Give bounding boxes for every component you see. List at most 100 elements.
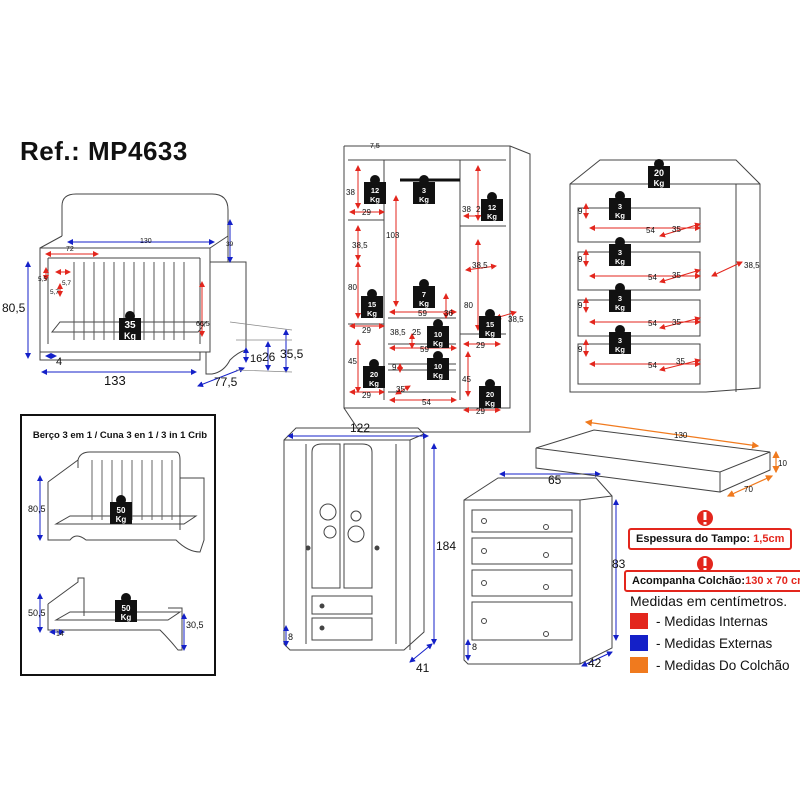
crib-rail-label: 39: [226, 241, 234, 248]
small-crib-weight-a-value: 50: [117, 506, 126, 515]
crib-config-title: Berço 3 em 1 / Cuna 3 en 1 / 3 in 1 Crib: [32, 430, 208, 441]
crib-inner-width-label: 130: [140, 238, 152, 245]
weight-w7: 7: [422, 290, 426, 299]
wardrobe-external-dims: [283, 433, 437, 663]
wardrobe-weights: [361, 175, 503, 408]
wardrobe-d29b: 29: [362, 326, 371, 335]
crib-weight-unit: Kg: [124, 331, 136, 341]
weight-w10b-unit: Kg: [433, 371, 443, 380]
wardrobe-ext-depth: 41: [416, 661, 430, 675]
wardrobe-d25: 25: [412, 328, 421, 337]
legend-label-external: - Medidas Externas: [656, 635, 773, 651]
legend-external: - Medidas Externas: [630, 634, 772, 652]
dresser-d4-weight-unit: Kg: [615, 345, 625, 354]
crib-height-label: 80,5: [2, 301, 26, 315]
weight-w15a: 15: [368, 300, 376, 309]
wardrobe-d103: 103: [386, 231, 400, 240]
wardrobe-ext-height: 184: [436, 539, 456, 553]
wardrobe-d29d: 29: [476, 205, 485, 214]
colchao-note: Acompanha Colchão:130 x 70 cm: [624, 570, 800, 592]
crib-h35-label: 35,5: [280, 347, 304, 361]
weight-w12b-unit: Kg: [487, 212, 497, 221]
dresser-top-weight: 20: [654, 168, 664, 178]
mattress-thickness: 10: [778, 459, 787, 468]
wardrobe-d29e: 29: [476, 341, 485, 350]
legend-swatch-red: [630, 613, 648, 629]
wardrobe-d38-5c: 38,5: [472, 261, 488, 270]
dresser-internal-dims: [583, 203, 743, 372]
dresser-r2-35: 35: [672, 271, 681, 280]
crib-a-label: 5,5: [38, 276, 47, 283]
weight-w12a: 12: [371, 186, 379, 195]
crib-inner-depth-label: 72: [66, 246, 74, 253]
small-crib-weight-a-unit: Kg: [116, 515, 127, 524]
wardrobe-d38-5d: 38,5: [508, 315, 524, 324]
warning-icon: [697, 510, 713, 526]
small-crib-dims: [37, 475, 187, 651]
wardrobe-d59b: 59: [420, 345, 429, 354]
crib-h16-label: 16: [250, 353, 262, 365]
crib-config-panel: Berço 3 em 1 / Cuna 3 en 1 / 3 in 1 Crib: [20, 414, 216, 676]
wardrobe-d54: 54: [422, 398, 431, 407]
wardrobe-d80a: 80: [348, 283, 357, 292]
legend-label-mattress: - Medidas Do Colchão: [656, 657, 790, 673]
wardrobe-d35: 35: [396, 385, 405, 394]
dresser-ext-foot: 8: [472, 642, 477, 652]
dresser-top-weight-unit: Kg: [654, 179, 665, 188]
wardrobe-d45b: 45: [462, 375, 471, 384]
wardrobe-ext-width: 122: [350, 421, 370, 435]
legend-swatch-blue: [630, 635, 648, 651]
wardrobe-d38-5a: 38,5: [352, 241, 368, 250]
dresser-ext-depth: 42: [588, 656, 602, 670]
mattress-drawing: [535, 429, 771, 493]
dresser-r2-9: 9: [578, 255, 583, 264]
dresser-r1-35: 35: [672, 225, 681, 234]
wardrobe-d38-5b: 38,5: [390, 328, 406, 337]
legend-internal: - Medidas Internas: [630, 612, 768, 630]
wardrobe-d80b: 80: [464, 301, 473, 310]
small-crib-drawing: [47, 451, 205, 651]
weight-w10a: 10: [434, 330, 442, 339]
weight-w7-unit: Kg: [419, 299, 429, 308]
mattress-width: 70: [744, 485, 753, 494]
weight-w10a-unit: Kg: [433, 339, 443, 348]
dresser-r3-54: 54: [648, 319, 657, 328]
tampo-note: Espessura do Tampo: 1,5cm: [628, 528, 793, 550]
crib-base-label: 4: [56, 356, 62, 368]
reference-title: Ref.: MP4633: [20, 136, 188, 166]
small-crib-h3: 30,5: [186, 620, 204, 630]
wardrobe-d59a: 59: [418, 309, 427, 318]
wardrobe-d36: 36: [444, 309, 453, 318]
weight-w20a: 20: [370, 370, 378, 379]
dresser-d3-weight: 3: [618, 294, 622, 303]
tampo-note-label: Espessura do Tampo:: [636, 533, 754, 545]
crib-side-height-label: 66,5: [196, 321, 210, 328]
dresser-exterior-drawing: [463, 477, 613, 665]
crib-c-label: 5,7: [50, 289, 59, 296]
weight-w12a-unit: Kg: [370, 195, 380, 204]
dresser-d4-weight: 3: [618, 336, 622, 345]
weight-w3-rail: 3: [422, 186, 426, 195]
measures-title: Medidas em centímetros.: [630, 593, 788, 609]
wardrobe-d45a: 45: [348, 357, 357, 366]
dresser-d3-weight-unit: Kg: [615, 303, 625, 312]
colchao-note-label: Acompanha Colchão:: [632, 575, 746, 587]
dresser-r4-54: 54: [648, 361, 657, 370]
dresser-depth: 38,5: [744, 261, 760, 270]
dresser-d1-weight: 3: [618, 202, 622, 211]
dresser-r3-35: 35: [672, 318, 681, 327]
small-crib-h2: 50,5: [28, 608, 46, 618]
weight-w20b: 20: [486, 390, 494, 399]
dresser-ext-width: 65: [548, 473, 562, 487]
weight-w15a-unit: Kg: [367, 309, 377, 318]
wardrobe-d29a: 29: [362, 208, 371, 217]
tampo-note-value: 1,5cm: [753, 533, 785, 545]
small-crib-h1: 80,5: [28, 504, 46, 514]
small-crib-h4: 14: [56, 631, 64, 638]
dresser-r1-54: 54: [646, 226, 655, 235]
wardrobe-d38b: 38: [462, 205, 471, 214]
warning-icon: [697, 556, 713, 572]
legend-mattress: - Medidas Do Colchão: [630, 656, 790, 674]
crib-internal-dims: [43, 251, 205, 337]
